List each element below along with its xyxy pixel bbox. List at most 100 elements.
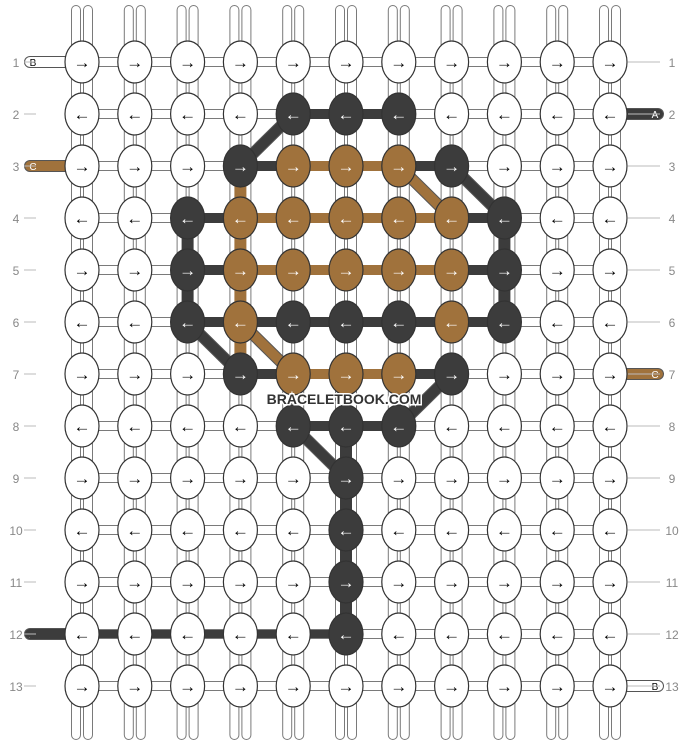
arrow-right-icon: → (338, 573, 355, 592)
arrow-left-icon: ← (232, 521, 249, 540)
knot-oval (64, 196, 100, 240)
knot-oval (117, 664, 153, 708)
arrow-right-icon: → (232, 469, 249, 488)
arrow-left-icon: ← (496, 417, 513, 436)
arrow-left-icon: ← (549, 625, 566, 644)
arrow-left-icon: ← (74, 313, 91, 332)
knot-r8-c1: ← (64, 404, 100, 448)
arrow-left-icon: ← (602, 625, 619, 644)
knot-oval (64, 404, 100, 448)
row-label-right-11: 11 (666, 576, 679, 590)
arrow-left-icon: ← (390, 625, 407, 644)
knot-r2-c8: ← (434, 92, 470, 136)
arrow-right-icon: → (338, 157, 355, 176)
arrow-right-icon: → (179, 157, 196, 176)
knot-oval (381, 92, 417, 136)
knot-oval (328, 456, 364, 500)
arrow-left-icon: ← (232, 417, 249, 436)
knot-r9-c10: → (539, 456, 575, 500)
knot-oval (381, 664, 417, 708)
arrow-right-icon: → (496, 261, 513, 280)
arrow-right-icon: → (126, 469, 143, 488)
knot-layer: → → → → → → → → → → → ← ← ← ← ← ← ← ← ← ← ← → → → → → → → → → → → ← ← ← ← ← ← ←… (64, 40, 628, 708)
arrow-right-icon: → (602, 365, 619, 384)
arrow-left-icon: ← (74, 625, 91, 644)
knot-oval (592, 456, 628, 500)
arrow-left-icon: ← (285, 313, 302, 332)
arrow-right-icon: → (285, 157, 302, 176)
knot-oval (64, 248, 100, 292)
strand-letter-C: C (651, 370, 658, 381)
knot-oval (275, 664, 311, 708)
knot-r12-c8: ← (434, 612, 470, 656)
knot-r5-c9: → (486, 248, 522, 292)
knot-r1-c2: → (117, 40, 153, 84)
knot-oval (592, 300, 628, 344)
knot-oval (64, 508, 100, 552)
knot-oval (222, 456, 258, 500)
knot-r11-c2: → (117, 560, 153, 604)
knot-oval (381, 40, 417, 84)
knot-r5-c3: → (170, 248, 206, 292)
knot-r7-c5: → (275, 352, 311, 396)
knot-r12-c10: ← (539, 612, 575, 656)
knot-r6-c11: ← (592, 300, 628, 344)
knot-r5-c2: → (117, 248, 153, 292)
arrow-left-icon: ← (390, 521, 407, 540)
knot-r13-c11: → (592, 664, 628, 708)
knot-r13-c10: → (539, 664, 575, 708)
arrow-right-icon: → (390, 157, 407, 176)
arrow-right-icon: → (496, 53, 513, 72)
row-label-left-3: 3 (13, 160, 20, 174)
knot-r1-c11: → (592, 40, 628, 84)
row-label-right-5: 5 (669, 264, 676, 278)
knot-oval (592, 560, 628, 604)
knot-r5-c1: → (64, 248, 100, 292)
arrow-right-icon: → (496, 469, 513, 488)
row-label-left-8: 8 (13, 420, 20, 434)
knot-r2-c9: ← (486, 92, 522, 136)
knot-r4-c8: ← (434, 196, 470, 240)
arrow-right-icon: → (179, 365, 196, 384)
knot-oval (64, 456, 100, 500)
knot-r8-c7: ← (381, 404, 417, 448)
knot-r4-c3: ← (170, 196, 206, 240)
knot-oval (222, 508, 258, 552)
arrow-right-icon: → (602, 677, 619, 696)
arrow-left-icon: ← (602, 313, 619, 332)
watermark: BRACELETBOOK.COM (267, 391, 422, 407)
knot-r1-c1: → (64, 40, 100, 84)
knot-oval (328, 508, 364, 552)
arrow-right-icon: → (232, 157, 249, 176)
knot-oval (486, 664, 522, 708)
arrow-right-icon: → (232, 677, 249, 696)
knot-oval (64, 40, 100, 84)
knot-r7-c11: → (592, 352, 628, 396)
knot-oval (434, 508, 470, 552)
arrow-right-icon: → (390, 469, 407, 488)
arrow-right-icon: → (549, 365, 566, 384)
knot-r13-c4: → (222, 664, 258, 708)
arrow-right-icon: → (179, 677, 196, 696)
knot-r10-c7: ← (381, 508, 417, 552)
knot-r8-c2: ← (117, 404, 153, 448)
knot-oval (64, 144, 100, 188)
arrow-right-icon: → (285, 469, 302, 488)
arrow-left-icon: ← (443, 625, 460, 644)
arrow-left-icon: ← (179, 209, 196, 228)
knot-r12-c7: ← (381, 612, 417, 656)
knot-r9-c11: → (592, 456, 628, 500)
row-label-right-8: 8 (669, 420, 676, 434)
knot-oval (434, 612, 470, 656)
knot-r3-c2: → (117, 144, 153, 188)
arrow-right-icon: → (285, 261, 302, 280)
knot-r8-c8: ← (434, 404, 470, 448)
knot-r9-c5: → (275, 456, 311, 500)
knot-r3-c10: → (539, 144, 575, 188)
knot-oval (222, 40, 258, 84)
arrow-right-icon: → (179, 573, 196, 592)
knot-oval (539, 404, 575, 448)
arrow-left-icon: ← (232, 209, 249, 228)
arrow-left-icon: ← (126, 105, 143, 124)
arrow-left-icon: ← (602, 417, 619, 436)
